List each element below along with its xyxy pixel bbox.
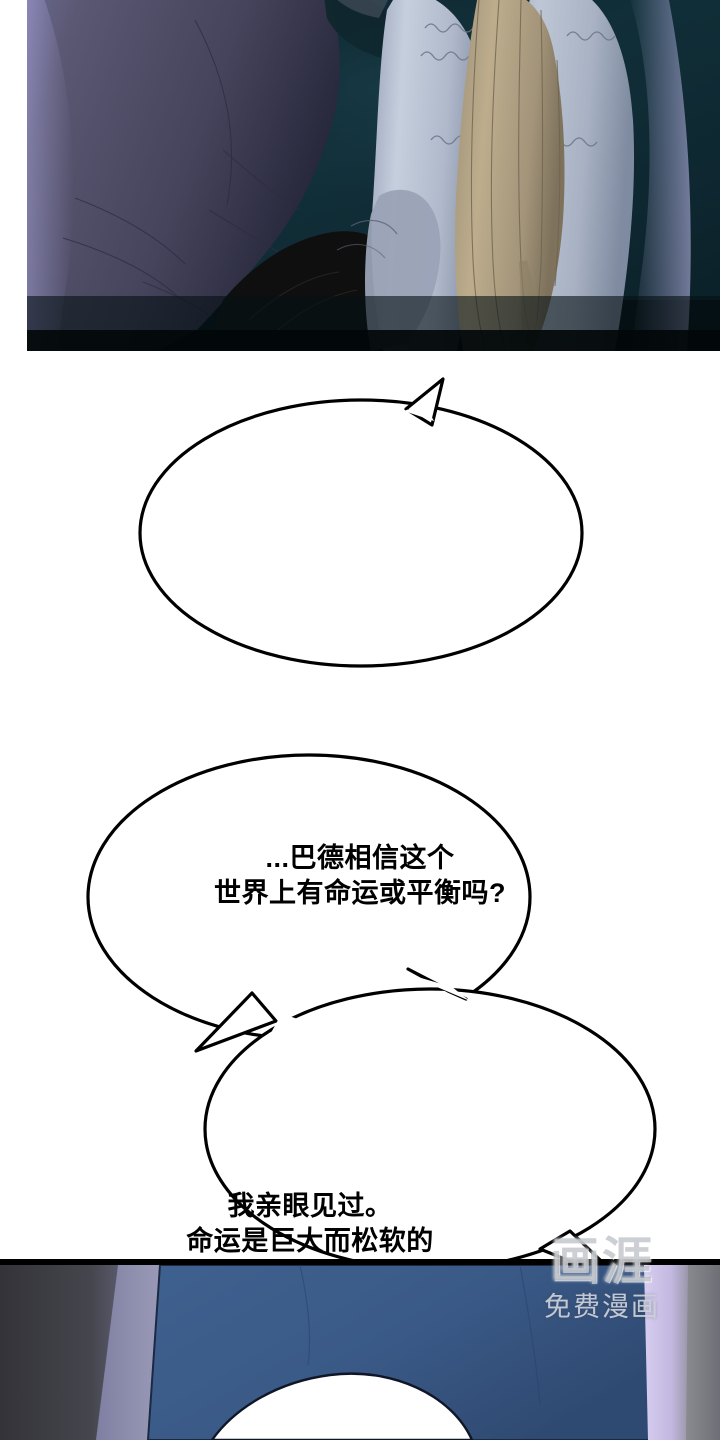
man-coat-shape [27,0,340,351]
panel-bottom-blue-garment [0,1259,720,1440]
speech-bubble-destiny-shape [86,753,532,1053]
bottom-bubble-top-arc [210,1372,474,1440]
panel-bottom-artwork [0,1265,720,1440]
bubble-3-tail [538,1229,602,1259]
woman-long-hair [455,0,565,351]
speech-bubble-question-shape [138,377,584,668]
speech-bubble-question-text: ...巴德相信这个 世界上有命运或平衡吗? [214,843,506,909]
panel-top-couple-embrace [27,0,720,351]
speech-bubbles-artwork [86,377,657,1259]
panel-top-artwork [27,0,720,351]
speech-bubble-layer: ...巴德相信这个 世界上有命运或平衡吗? 我亲眼见过。 命运是巨大而松软的 粉… [0,351,720,1291]
bubble-2-tail [194,991,278,1053]
